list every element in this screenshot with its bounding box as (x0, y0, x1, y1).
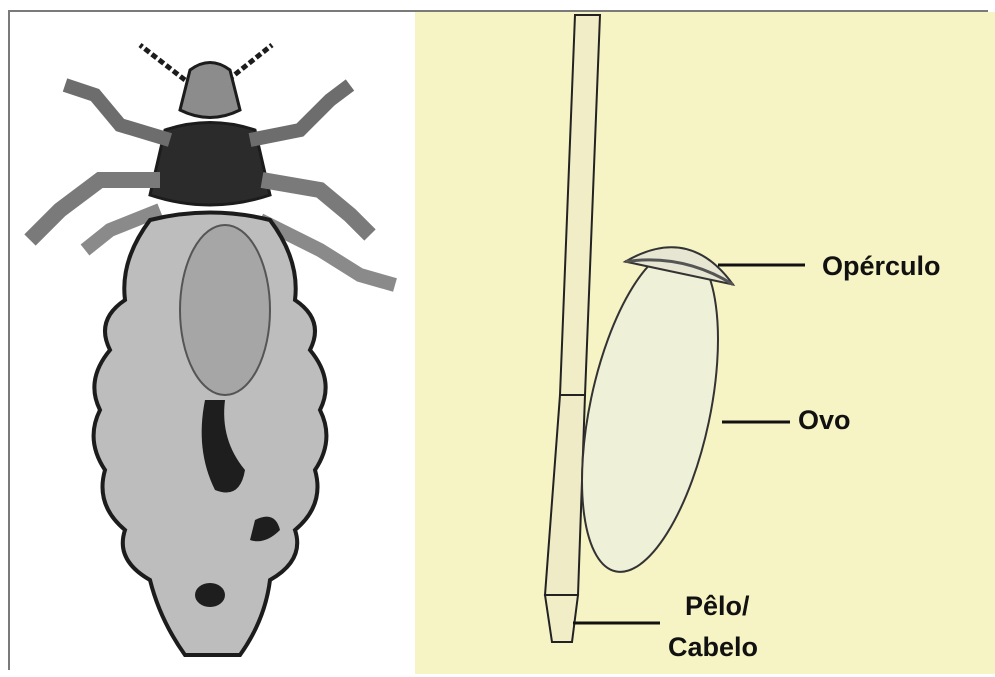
label-pelo: Pêlo/ (685, 591, 750, 622)
label-cabelo: Cabelo (668, 632, 758, 663)
label-ovo: Ovo (798, 405, 851, 436)
cement-sheath (545, 395, 585, 595)
hair-shaft (560, 15, 600, 395)
louse-image (30, 45, 395, 655)
label-operculo: Opérculo (822, 251, 941, 282)
nit-drawing (545, 15, 805, 642)
